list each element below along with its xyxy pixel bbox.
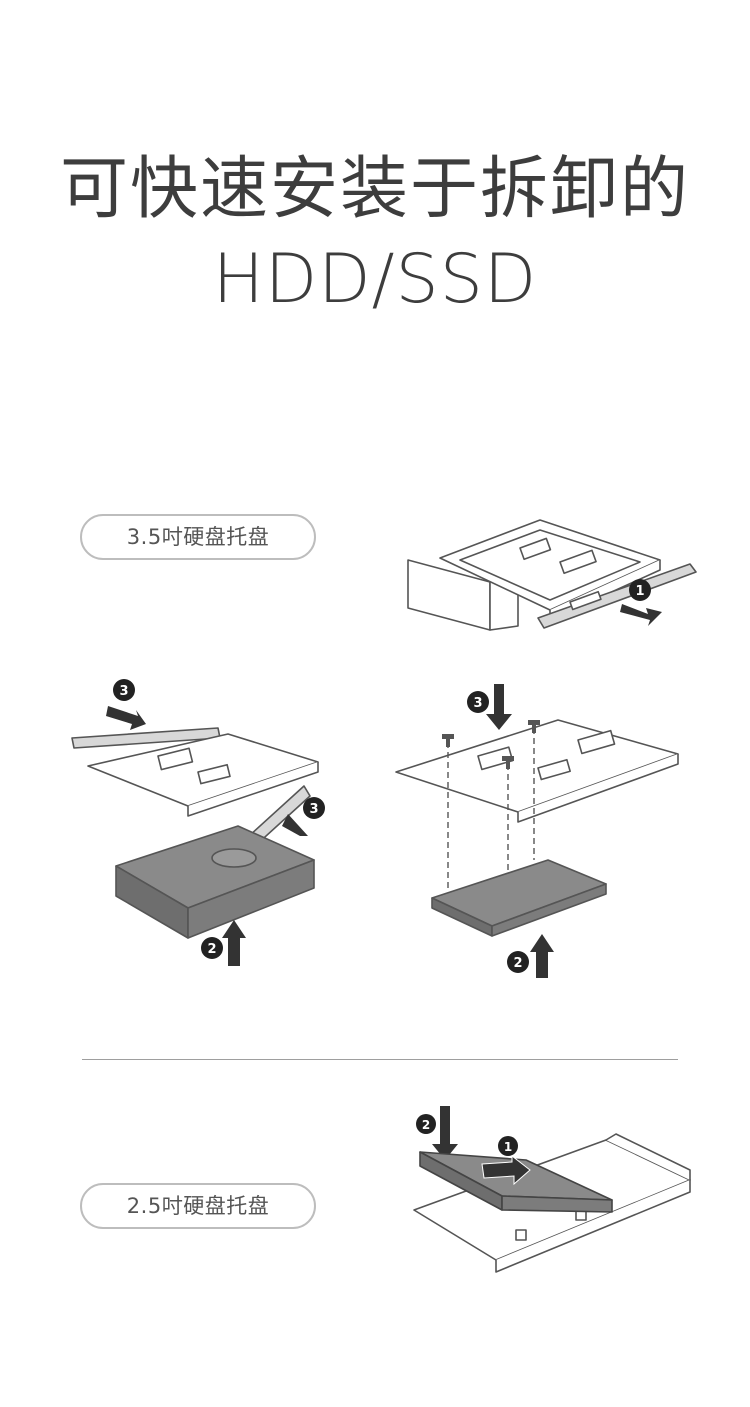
tray-25-install-illustration: 2 1 [413, 1106, 691, 1273]
svg-text:2: 2 [513, 956, 522, 971]
pull-arrow-icon [620, 604, 662, 626]
svg-text:1: 1 [635, 584, 644, 599]
step-1-marker-a: 1 [629, 579, 651, 601]
tray-35-screw-install-illustration: 3 2 [395, 684, 679, 978]
svg-text:3: 3 [473, 696, 482, 711]
svg-text:1: 1 [504, 1140, 512, 1154]
screw-icons [442, 720, 540, 769]
tray-35-hdd-install-illustration: 3 3 2 [71, 679, 325, 966]
slide-arrow-icon [481, 1154, 531, 1186]
push-arrow-icon [282, 814, 308, 836]
svg-text:3: 3 [119, 684, 128, 699]
tray-25-label: 2.5吋硬盘托盘 [80, 1183, 316, 1229]
drop-arrow-icon [432, 1106, 458, 1160]
svg-text:3: 3 [309, 802, 318, 817]
push-arrow-icon [106, 706, 146, 730]
step-2-marker-a: 2 [201, 937, 223, 959]
tray-35-rail-removal-illustration: 1 [407, 519, 697, 631]
step-1-marker-b: 1 [498, 1136, 518, 1156]
svg-text:2: 2 [422, 1118, 430, 1132]
svg-text:2: 2 [207, 942, 216, 957]
step-3-marker-b: 3 [303, 797, 325, 819]
step-2-marker-b: 2 [507, 951, 529, 973]
lift-arrow-icon [530, 934, 554, 978]
step-3-marker-c: 3 [467, 691, 489, 713]
step-3-marker-a: 3 [113, 679, 135, 701]
step-2-marker-c: 2 [416, 1114, 436, 1134]
drop-arrow-icon [486, 684, 512, 730]
tray-35-label: 3.5吋硬盘托盘 [80, 514, 316, 560]
lift-arrow-icon [222, 920, 246, 966]
page-title-line2: HDD/SSD [212, 240, 538, 319]
section-divider [82, 1059, 678, 1060]
page-title-line1: 可快速安装于拆卸的 [59, 150, 690, 229]
